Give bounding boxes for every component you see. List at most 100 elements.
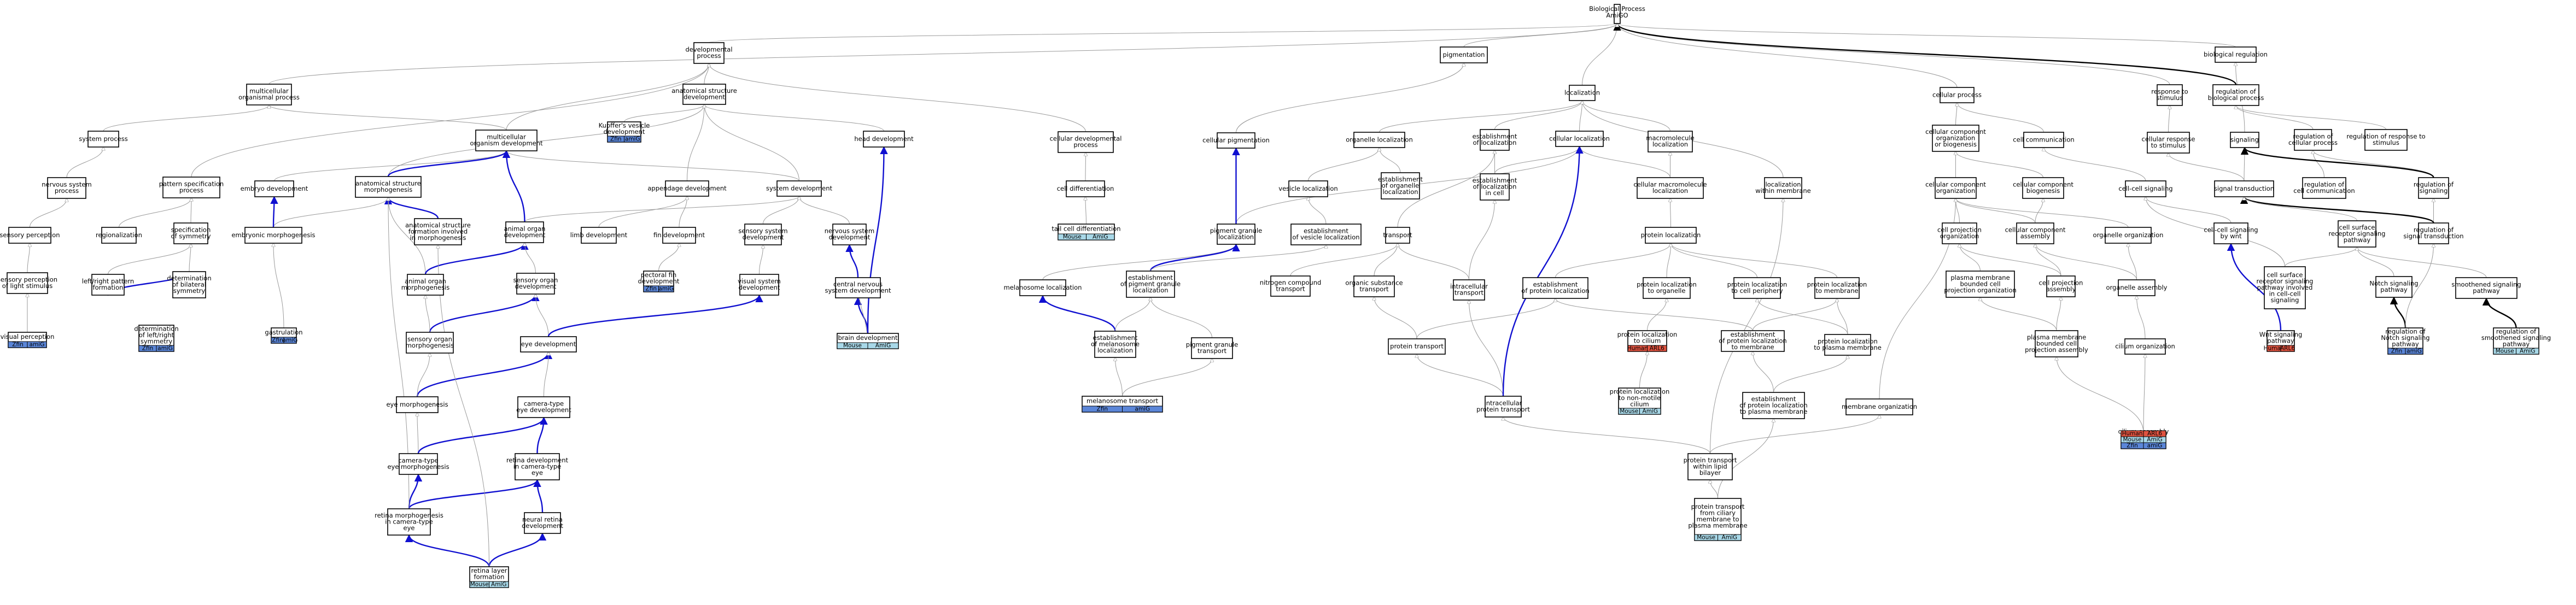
- go-term-localization[interactable]: localization: [1564, 85, 1600, 101]
- go-term-oa[interactable]: organelle assembly: [2106, 279, 2168, 296]
- go-term-sysproc[interactable]: system process: [79, 131, 128, 148]
- go-term-embdev[interactable]: embryo development: [241, 180, 308, 197]
- go-term-proteinloc[interactable]: protein localization: [1641, 227, 1701, 244]
- go-term-ciliumassembly[interactable]: cilium assemblyHumanARL6MouseAmiGZfinami…: [2118, 427, 2169, 449]
- go-term-cellcellsig[interactable]: cell-cell signaling: [2118, 180, 2173, 197]
- go-term-vesloc[interactable]: vesicle localization: [1278, 180, 1338, 197]
- go-term-cellproc[interactable]: cellular process: [1932, 87, 1982, 103]
- go-term-cellpig[interactable]: cellular pigmentation: [1202, 132, 1270, 149]
- go-term-organelleorg[interactable]: organelle organization: [2093, 227, 2164, 244]
- go-term-bioreg[interactable]: biological regulation: [2204, 46, 2268, 63]
- go-term-transport[interactable]: transport: [1383, 227, 1412, 244]
- go-term-signaling[interactable]: signaling: [2230, 132, 2259, 148]
- go-term-celldiff[interactable]: cell differentiation: [1057, 180, 1114, 197]
- go-term-appdev[interactable]: appendage development: [647, 180, 727, 197]
- go-term-sigtrans[interactable]: signal transduction: [2214, 180, 2274, 197]
- go-term-limbdev[interactable]: limb development: [570, 227, 628, 244]
- go-term-cellloc[interactable]: cellular localization: [1549, 131, 1610, 147]
- go-term-headdev[interactable]: head development: [854, 131, 914, 148]
- go-term-sensperc[interactable]: sensory perception: [0, 227, 60, 244]
- go-term-findev[interactable]: fin development: [653, 227, 705, 244]
- go-term-memorg[interactable]: membrane organization: [1842, 398, 1917, 415]
- go-term-sysdev[interactable]: system development: [766, 180, 833, 197]
- go-term-regionalization[interactable]: regionalization: [96, 227, 142, 244]
- go-term-eyedev[interactable]: eye development: [520, 336, 577, 353]
- go-term-melloc[interactable]: melanosome localization: [1004, 279, 1082, 296]
- go-term-cilorg[interactable]: cilium organization: [2115, 338, 2175, 355]
- go-term-eyemorph[interactable]: eye morphogenesis: [386, 396, 448, 413]
- go-term-proteintransport[interactable]: protein transport: [1388, 338, 1446, 355]
